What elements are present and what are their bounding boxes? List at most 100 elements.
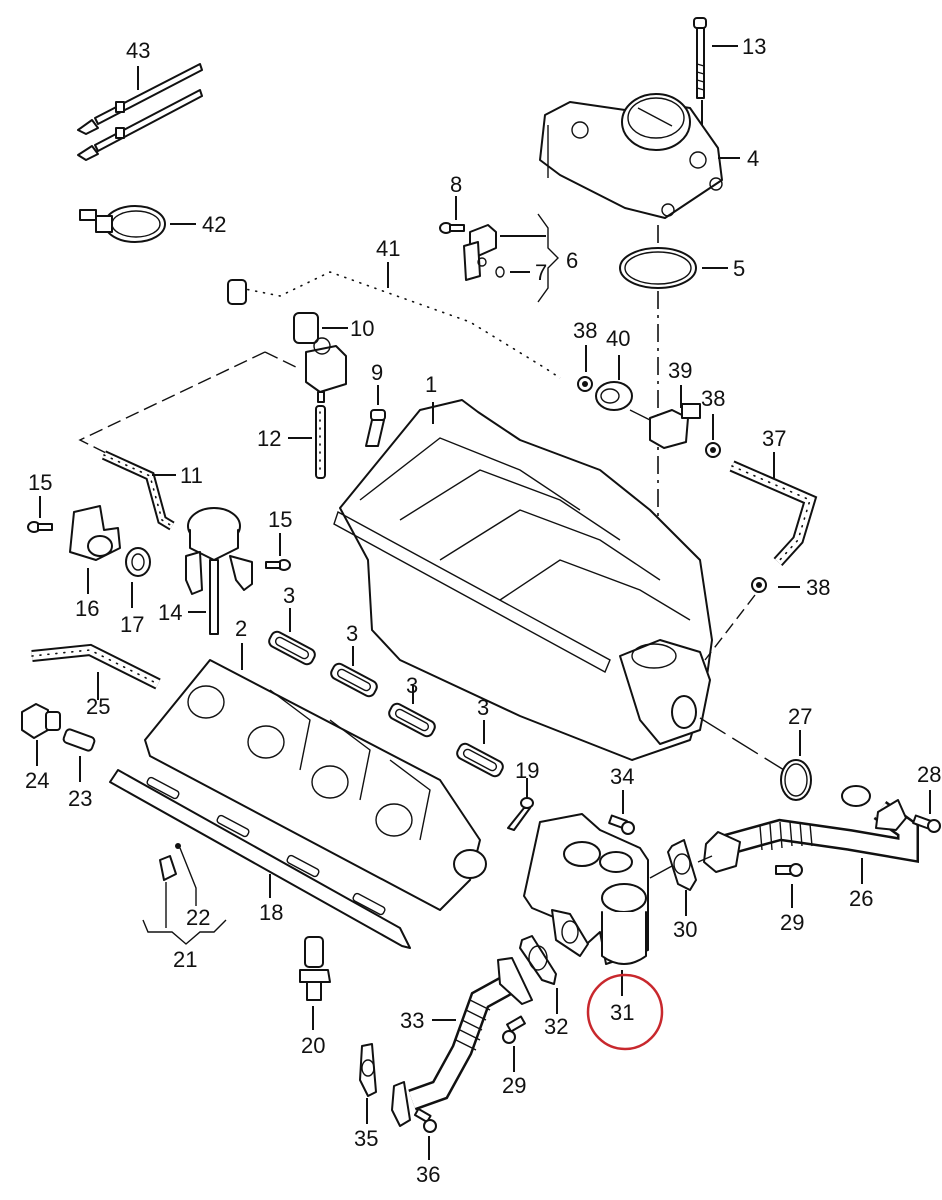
callout-33: 33 <box>400 1008 424 1033</box>
callout-3: 3 <box>406 673 418 698</box>
part-20-temperature-sensor <box>299 936 331 1001</box>
callout-42: 42 <box>202 212 226 237</box>
callout-40: 40 <box>606 326 630 351</box>
callout-17: 17 <box>120 612 144 637</box>
brace-21 <box>142 919 227 945</box>
callout-41: 41 <box>376 236 400 261</box>
callout-16: 16 <box>75 596 99 621</box>
part-43-cable-tie-strips <box>77 63 203 161</box>
callout-4: 4 <box>747 146 759 171</box>
part-26-egr-pipe <box>703 785 919 873</box>
callout-3: 3 <box>283 583 295 608</box>
highlight-circle-31 <box>586 973 664 1051</box>
brace-6 <box>537 213 559 303</box>
part-19-bolt <box>507 797 534 831</box>
part-13-long-bolt <box>693 17 707 99</box>
part-16-pressure-sensor <box>69 505 121 561</box>
part-30-egr-gasket <box>667 839 697 891</box>
callout-15: 15 <box>268 507 292 532</box>
part-22-sensor-plug <box>159 843 181 881</box>
callout-38: 38 <box>806 575 830 600</box>
part-42-hose-clamp <box>79 205 166 243</box>
part-28-bolt <box>912 814 941 833</box>
part-1-intake-manifold <box>333 399 713 761</box>
part-37-breather-hose <box>729 460 818 567</box>
part-41-breather-hose <box>227 267 563 382</box>
callout-32: 32 <box>544 1014 568 1039</box>
part-38b-clip <box>705 442 721 458</box>
callout-36: 36 <box>416 1162 440 1187</box>
part-3b-gasket <box>330 662 378 698</box>
part-5-o-ring <box>619 247 697 289</box>
callout-34: 34 <box>610 764 634 789</box>
part-38a-clip <box>577 376 593 392</box>
callout-3: 3 <box>477 695 489 720</box>
part-15a-screw <box>27 521 53 533</box>
callout-27: 27 <box>788 704 812 729</box>
part-25-coolant-hose <box>31 643 161 690</box>
part-34-bolt <box>608 814 635 835</box>
callout-24: 24 <box>25 768 49 793</box>
callout-19: 19 <box>515 758 539 783</box>
part-40-check-valve <box>595 381 633 411</box>
link-30b <box>697 855 713 863</box>
callout-25: 25 <box>86 694 110 719</box>
link-30 <box>649 865 673 879</box>
callout-5: 5 <box>733 256 745 281</box>
callout-14: 14 <box>158 600 182 625</box>
part-33-egr-pipe <box>391 957 533 1127</box>
part-9-bolt <box>365 409 386 447</box>
dash-27 <box>699 717 785 771</box>
callout-13: 13 <box>742 34 766 59</box>
callout-10: 10 <box>350 316 374 341</box>
part-29a-bolt <box>775 863 803 877</box>
part-32-egr-gasket <box>519 935 557 985</box>
part-31-egr-valve <box>523 813 649 965</box>
leader-22 <box>179 847 197 906</box>
callout-29: 29 <box>780 910 804 935</box>
part-10-solenoid-valve <box>293 312 347 403</box>
callout-2: 2 <box>235 616 247 641</box>
part-35-pipe-gasket <box>359 1043 377 1097</box>
dash-10 <box>264 351 299 369</box>
callout-29: 29 <box>502 1073 526 1098</box>
part-3a-gasket <box>268 630 316 666</box>
callout-9: 9 <box>371 360 383 385</box>
part-2-lower-intake-manifold <box>144 659 487 911</box>
callout-26: 26 <box>849 886 873 911</box>
callout-8: 8 <box>450 172 462 197</box>
callout-38: 38 <box>573 318 597 343</box>
part-4-throttle-body <box>539 93 723 219</box>
part-36-bolt <box>413 1107 437 1133</box>
callout-38: 38 <box>701 386 725 411</box>
part-3d-gasket <box>456 742 504 778</box>
callout-1: 1 <box>425 372 437 397</box>
callout-22: 22 <box>186 905 210 930</box>
part-12-vacuum-hose <box>315 405 326 479</box>
callout-21: 21 <box>173 947 197 972</box>
part-17-seal-ring <box>125 547 151 577</box>
dash-38c <box>704 594 756 661</box>
callout-43: 43 <box>126 38 150 63</box>
callout-28: 28 <box>917 762 941 787</box>
callout-15: 15 <box>28 470 52 495</box>
part-38c-clip <box>751 577 767 593</box>
part-3c-gasket <box>388 702 436 738</box>
callout-3: 3 <box>346 621 358 646</box>
callout-6: 6 <box>566 248 578 273</box>
callout-35: 35 <box>354 1126 378 1151</box>
part-15b-screw <box>265 559 291 571</box>
callout-11: 11 <box>180 463 203 488</box>
callout-12: 12 <box>257 426 281 451</box>
callout-18: 18 <box>259 900 283 925</box>
part-29b-bolt <box>502 1015 526 1044</box>
part-8-screw <box>439 222 465 234</box>
callout-30: 30 <box>673 917 697 942</box>
part-39-pcv-valve <box>629 403 701 449</box>
callout-7: 7 <box>535 260 547 285</box>
callout-23: 23 <box>68 786 92 811</box>
callout-20: 20 <box>301 1033 325 1058</box>
callout-37: 37 <box>762 426 786 451</box>
part-24-plug <box>21 703 61 739</box>
